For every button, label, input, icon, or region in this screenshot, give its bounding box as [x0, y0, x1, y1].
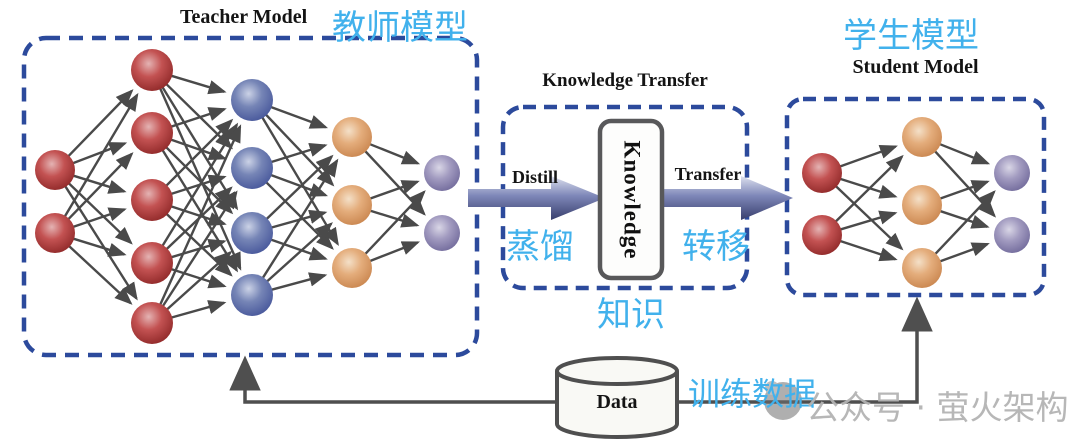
student-title-zh: 学生模型 — [843, 16, 979, 56]
neuron-orange — [332, 117, 372, 157]
neuron-purple — [424, 155, 460, 191]
distill-label: Distill — [511, 167, 558, 187]
network-edge — [270, 272, 328, 292]
neuron-blue — [231, 212, 273, 254]
data-label: Data — [596, 391, 638, 413]
student-network — [802, 117, 1030, 288]
neuron-red — [131, 179, 173, 221]
network-edge — [63, 184, 138, 301]
network-edge — [368, 180, 420, 201]
network-edge — [368, 241, 421, 263]
network-edge — [169, 267, 227, 289]
network-edge — [169, 300, 227, 320]
network-edge — [63, 92, 139, 219]
network-edge — [269, 238, 328, 261]
neuron-purple — [994, 217, 1030, 253]
network-edge — [265, 222, 333, 284]
network-edge — [834, 184, 904, 251]
transfer-label-zh: 转移 — [682, 227, 750, 267]
network-edge — [363, 190, 426, 256]
network-edge — [161, 190, 238, 308]
neuron-orange — [332, 185, 372, 225]
network-edge — [838, 210, 898, 231]
data-to-teacher-line — [229, 355, 557, 404]
distill-label-zh: 蒸馏 — [506, 227, 574, 267]
teacher-network — [35, 49, 460, 344]
watermark-text: 公众号 · 萤火架构 — [806, 388, 1069, 427]
neuron-red — [35, 150, 75, 190]
network-edge — [269, 209, 328, 230]
neuron-blue — [231, 147, 273, 189]
network-edge — [169, 238, 227, 259]
data-cylinder — [555, 356, 679, 439]
network-edge — [838, 239, 898, 262]
network-edge — [169, 107, 227, 129]
network-edge — [834, 154, 904, 224]
network-edge — [71, 237, 127, 257]
transfer-arrow — [660, 176, 793, 220]
neuron-red — [802, 153, 842, 193]
network-edge — [67, 244, 133, 305]
network-edge — [838, 144, 898, 169]
neuron-orange — [902, 248, 942, 288]
network-edge — [169, 74, 227, 95]
network-edge — [160, 85, 239, 211]
neuron-red — [802, 215, 842, 255]
teacher-title-zh: 教师模型 — [332, 8, 468, 48]
network-edge — [264, 180, 334, 250]
neuron-red — [131, 242, 173, 284]
network-edge — [938, 242, 990, 263]
neuron-purple — [424, 215, 460, 251]
neuron-red — [131, 112, 173, 154]
neuron-red — [131, 49, 173, 91]
neuron-blue — [231, 79, 273, 121]
network-edge — [164, 118, 234, 188]
teacher-title-en: Teacher Model — [180, 6, 308, 28]
watermark-logo — [764, 381, 802, 420]
network-edge — [938, 180, 990, 201]
data-to-student-line — [678, 296, 933, 404]
network-edge — [933, 190, 996, 256]
student-title-en: Student Model — [852, 56, 979, 78]
neuron-orange — [902, 185, 942, 225]
distill-arrow — [468, 176, 605, 220]
neuron-purple — [994, 155, 1030, 191]
neuron-blue — [231, 274, 273, 316]
network-edge — [158, 124, 242, 307]
neuron-red — [131, 302, 173, 344]
neuron-orange — [902, 117, 942, 157]
network-edge — [269, 143, 328, 164]
network-edge — [169, 138, 227, 161]
network-edge — [160, 122, 239, 248]
network-edge — [269, 105, 328, 129]
network-edge — [838, 177, 898, 199]
network-edge — [368, 142, 421, 165]
knowledge-transfer-title: Knowledge Transfer — [542, 70, 708, 91]
network-edge — [264, 112, 335, 187]
neuron-red — [35, 213, 75, 253]
network-edge — [368, 209, 420, 228]
transfer-label: Transfer — [674, 164, 742, 184]
network-edge — [938, 209, 990, 229]
student-box-border — [784, 96, 1047, 298]
network-edge — [165, 250, 233, 312]
network-edge — [260, 115, 339, 247]
network-edge — [158, 86, 242, 271]
network-edge — [71, 207, 127, 229]
neuron-orange — [332, 248, 372, 288]
network-edge — [71, 174, 127, 194]
network-edge — [938, 142, 991, 165]
knowledge-label-zh: 知识 — [597, 295, 665, 335]
network-edge — [66, 152, 134, 221]
network-edge — [71, 142, 128, 165]
training-data-label-zh: 训练数据 — [688, 375, 817, 413]
network-edge — [66, 89, 134, 158]
network-edge — [169, 204, 227, 226]
network-edge — [164, 82, 234, 150]
knowledge-block-label: Knowledge — [619, 140, 645, 259]
network-edge — [261, 158, 339, 280]
knowledge-block — [597, 118, 665, 281]
network-edge — [264, 154, 334, 221]
